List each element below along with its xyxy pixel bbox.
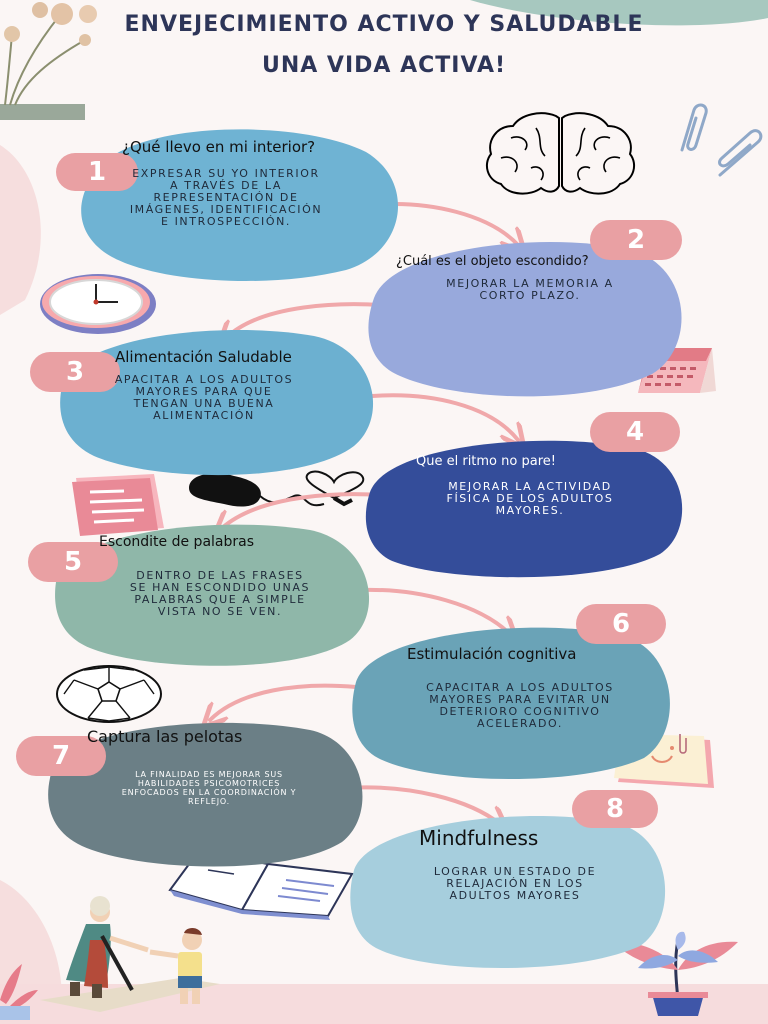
step-2-number: 2	[626, 225, 646, 255]
step-2-blob	[368, 241, 682, 397]
arrow-3-4	[370, 393, 518, 440]
potted-plant-icon	[612, 931, 738, 1016]
grandmother-child-icon	[40, 896, 220, 1012]
page-subtitle: UNA VIDA ACTIVA!	[261, 53, 507, 78]
step-7-heading: Captura las pelotas	[87, 727, 243, 746]
step-3-number: 3	[65, 357, 85, 387]
step-3-badge: 3	[30, 352, 120, 392]
flowers-icon	[0, 2, 97, 120]
headphones-heart-icon	[189, 470, 365, 507]
step-7-badge: 7	[16, 736, 106, 776]
step-1-heading: ¿Qué llevo en mi interior?	[122, 138, 316, 156]
step-1-body: EXPRESAR SU YO INTERIOR A TRAVÉS DE LA R…	[129, 167, 323, 228]
step-3-blob	[60, 330, 374, 476]
step-5-number: 5	[63, 547, 83, 577]
step-3-body: APACITAR A LOS ADULTOS MAYORES PARA QUE …	[114, 373, 294, 422]
step-8-badge: 8	[572, 790, 658, 828]
step-5-badge: 5	[28, 542, 118, 582]
step-4-badge: 4	[590, 412, 680, 452]
brain-icon	[485, 112, 636, 195]
page-title: ENVEJECIMIENTO ACTIVO Y SALUDABLE	[124, 12, 644, 37]
soccer-ball-icon	[56, 665, 162, 723]
step-7-body: LA FINALIDAD ES MEJORAR SUS HABILIDADES …	[121, 770, 297, 806]
step-4-number: 4	[625, 417, 645, 447]
step-4-heading: Que el ritmo no pare!	[416, 454, 556, 469]
step-6-blob	[352, 627, 670, 780]
paperclip-icon	[680, 103, 763, 177]
step-7-number: 7	[51, 741, 71, 771]
notepad-icon	[72, 474, 164, 536]
step-8-heading: Mindfulness	[419, 826, 539, 850]
left-plant-decoration	[0, 964, 38, 1020]
step-7-blob	[48, 722, 363, 867]
step-8-body: LOGRAR UN ESTADO DE RELAJACIÓN EN LOS AD…	[433, 865, 597, 902]
step-2-body: MEJORAR LA MEMORIA A CORTO PLAZO.	[446, 277, 614, 302]
open-book-icon	[168, 850, 354, 920]
step-2-heading: ¿Cuál es el objeto escondido?	[396, 254, 589, 269]
step-2-badge: 2	[590, 220, 682, 260]
step-5-body: DENTRO DE LAS FRASES SE HAN ESCONDIDO UN…	[129, 569, 311, 618]
arrow-5-6	[358, 587, 510, 634]
step-4-body: MEJORAR LA ACTIVIDAD FÍSICA DE LOS ADULT…	[446, 480, 614, 517]
step-5-blob	[55, 524, 370, 666]
step-1-badge: 1	[56, 153, 138, 191]
step-6-number: 6	[611, 609, 631, 639]
step-8-number: 8	[605, 794, 625, 824]
clock-icon	[40, 274, 156, 334]
step-6-heading: Estimulación cognitiva	[407, 645, 577, 663]
step-5-heading: Escondite de palabras	[99, 534, 255, 550]
arrow-6-7	[210, 683, 358, 720]
step-1-number: 1	[87, 157, 107, 187]
step-4-blob	[365, 440, 683, 578]
arrow-7-8	[344, 785, 500, 824]
step-6-body: CAPACITAR A LOS ADULTOS MAYORES PARA EVI…	[426, 681, 614, 730]
step-1-blob	[81, 129, 399, 282]
step-8-blob	[350, 815, 666, 968]
step-6-badge: 6	[576, 604, 666, 644]
step-3-heading: Alimentación Saludable	[115, 348, 292, 366]
